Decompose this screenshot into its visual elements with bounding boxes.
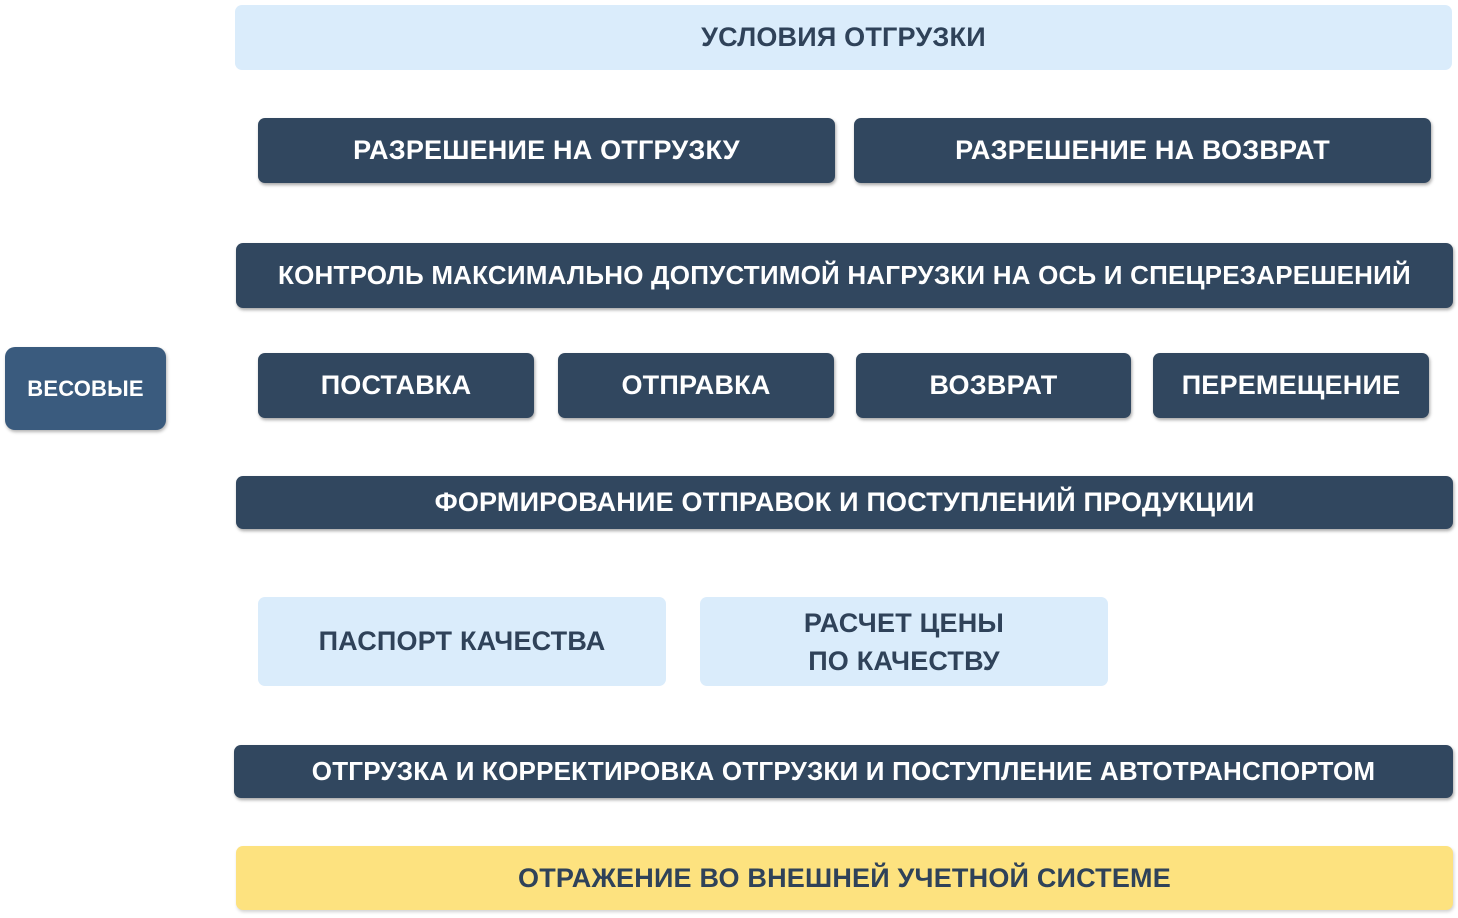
formation-box: ФОРМИРОВАНИЕ ОТПРАВОК И ПОСТУПЛЕНИЙ ПРОД… bbox=[236, 476, 1453, 529]
sidebar-label-box: ВЕСОВЫЕ bbox=[5, 347, 166, 430]
operation-delivery-box: ПОСТАВКА bbox=[258, 353, 534, 418]
external-system-box: ОТРАЖЕНИЕ ВО ВНЕШНЕЙ УЧЕТНОЙ СИСТЕМЕ bbox=[236, 846, 1453, 910]
operation-dispatch-box: ОТПРАВКА bbox=[558, 353, 834, 418]
shipment-permission-label: РАЗРЕШЕНИЕ НА ОТГРУЗКУ bbox=[353, 135, 740, 165]
axle-load-control-label: КОНТРОЛЬ МАКСИМАЛЬНО ДОПУСТИМОЙ НАГРУЗКИ… bbox=[278, 260, 1411, 290]
shipment-conditions-header: УСЛОВИЯ ОТГРУЗКИ bbox=[235, 5, 1452, 70]
axle-load-control-box: КОНТРОЛЬ МАКСИМАЛЬНО ДОПУСТИМОЙ НАГРУЗКИ… bbox=[236, 243, 1453, 308]
sidebar-label: ВЕСОВЫЕ bbox=[27, 375, 144, 401]
quality-passport-label: ПАСПОРТ КАЧЕСТВА bbox=[318, 626, 606, 656]
shipment-conditions-title: УСЛОВИЯ ОТГРУЗКИ bbox=[701, 22, 986, 52]
quality-passport-box: ПАСПОРТ КАЧЕСТВА bbox=[258, 597, 666, 686]
return-permission-box: РАЗРЕШЕНИЕ НА ВОЗВРАТ bbox=[854, 118, 1431, 183]
operation-transfer-box: ПЕРЕМЕЩЕНИЕ bbox=[1153, 353, 1429, 418]
operation-transfer-label: ПЕРЕМЕЩЕНИЕ bbox=[1181, 370, 1401, 400]
shipment-correction-label: ОТГРУЗКА И КОРРЕКТИРОВКА ОТГРУЗКИ И ПОСТ… bbox=[311, 756, 1376, 786]
price-by-quality-line1: РАСЧЕТ ЦЕНЫ bbox=[803, 607, 1005, 638]
operation-return-label: ВОЗВРАТ bbox=[929, 370, 1058, 400]
shipment-permission-box: РАЗРЕШЕНИЕ НА ОТГРУЗКУ bbox=[258, 118, 835, 183]
formation-label: ФОРМИРОВАНИЕ ОТПРАВОК И ПОСТУПЛЕНИЙ ПРОД… bbox=[434, 487, 1255, 517]
price-by-quality-line2: ПО КАЧЕСТВУ bbox=[808, 645, 1000, 676]
return-permission-label: РАЗРЕШЕНИЕ НА ВОЗВРАТ bbox=[955, 135, 1330, 165]
operation-dispatch-label: ОТПРАВКА bbox=[621, 370, 771, 400]
external-system-label: ОТРАЖЕНИЕ ВО ВНЕШНЕЙ УЧЕТНОЙ СИСТЕМЕ bbox=[518, 862, 1171, 893]
price-by-quality-box: РАСЧЕТ ЦЕНЫ ПО КАЧЕСТВУ bbox=[700, 597, 1108, 686]
operation-delivery-label: ПОСТАВКА bbox=[320, 370, 472, 400]
operation-return-box: ВОЗВРАТ bbox=[856, 353, 1131, 418]
shipment-correction-box: ОТГРУЗКА И КОРРЕКТИРОВКА ОТГРУЗКИ И ПОСТ… bbox=[234, 745, 1453, 798]
